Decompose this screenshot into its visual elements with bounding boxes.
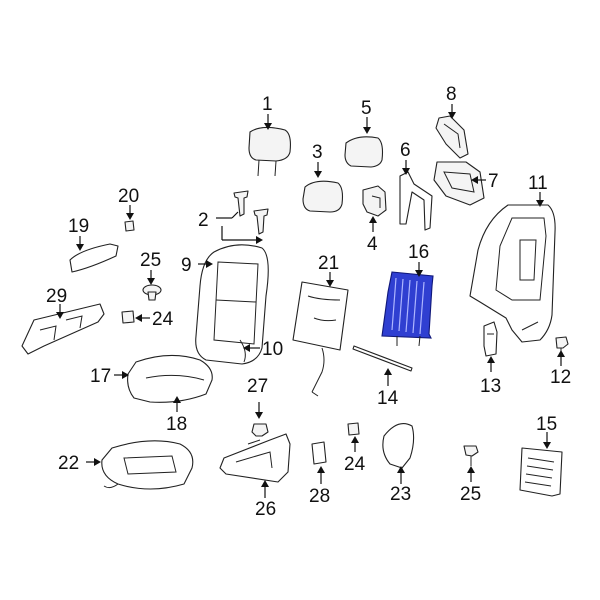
part-1-headrest[interactable] [248, 126, 291, 177]
label-18: 18 [166, 414, 187, 435]
label-24a: 24 [152, 309, 174, 330]
label-14: 14 [377, 388, 399, 409]
label-22: 22 [58, 453, 79, 474]
part-5-headrest[interactable] [344, 136, 384, 168]
part-16-lumbar-support[interactable] [381, 271, 434, 347]
part-14-rod[interactable] [352, 345, 413, 372]
part-23-recliner-cover[interactable] [382, 423, 415, 469]
part-3-headrest[interactable] [302, 180, 344, 213]
label-11: 11 [528, 173, 548, 194]
label-25a: 25 [140, 250, 161, 271]
part-4-bracket[interactable] [362, 185, 387, 217]
part-20-clip[interactable] [124, 220, 135, 232]
part-21-heater-pad[interactable] [292, 281, 349, 397]
label-27: 27 [247, 376, 268, 397]
part-12-bolt[interactable] [555, 336, 569, 354]
label-13: 13 [480, 376, 501, 397]
label-19: 19 [68, 216, 89, 237]
label-17: 17 [90, 366, 111, 387]
label-16: 16 [408, 242, 429, 263]
label-2: 2 [198, 210, 209, 231]
label-25b: 25 [460, 484, 481, 505]
part-8-upper-cover[interactable] [435, 115, 469, 159]
part-26-side-shield[interactable] [219, 433, 291, 483]
label-7: 7 [488, 171, 499, 192]
label-29: 29 [46, 286, 67, 307]
part-24-clip-left[interactable] [121, 310, 135, 324]
part-22-cushion-pad[interactable] [101, 440, 194, 490]
part-27-fastener[interactable] [251, 423, 269, 437]
label-28: 28 [309, 486, 330, 507]
label-12: 12 [550, 367, 571, 388]
part-28-cap[interactable] [311, 441, 327, 465]
label-20: 20 [118, 186, 139, 207]
label-23: 23 [390, 484, 411, 505]
label-9: 9 [181, 255, 192, 276]
part-9-seatback-cushion[interactable] [195, 244, 269, 365]
part-6-frame-rod[interactable] [399, 171, 433, 231]
label-26: 26 [255, 499, 276, 520]
label-10: 10 [262, 339, 283, 360]
part-7-cover-panel[interactable] [433, 161, 485, 206]
label-8: 8 [446, 84, 457, 105]
part-11-seatback-frame[interactable] [469, 204, 556, 343]
label-21: 21 [318, 253, 339, 274]
part-2-headrest-guides[interactable] [233, 190, 269, 235]
label-15: 15 [536, 414, 557, 435]
part-15-panel[interactable] [519, 447, 563, 497]
label-3: 3 [312, 142, 323, 163]
part-24-clip-right[interactable] [347, 422, 360, 436]
part-29-shield[interactable] [21, 303, 105, 355]
label-1: 1 [262, 94, 273, 115]
part-19-side-trim[interactable] [69, 243, 119, 273]
part-25-bolt-right[interactable] [463, 445, 479, 466]
part-25-push-pin-left[interactable] [142, 284, 162, 301]
label-5: 5 [361, 98, 372, 119]
part-13-latch[interactable] [483, 321, 498, 357]
label-24b: 24 [344, 454, 366, 475]
label-6: 6 [400, 140, 411, 161]
label-4: 4 [367, 234, 378, 255]
part-10-seatback-cover [239, 339, 246, 363]
part-17-seat-cushion[interactable] [127, 354, 213, 403]
